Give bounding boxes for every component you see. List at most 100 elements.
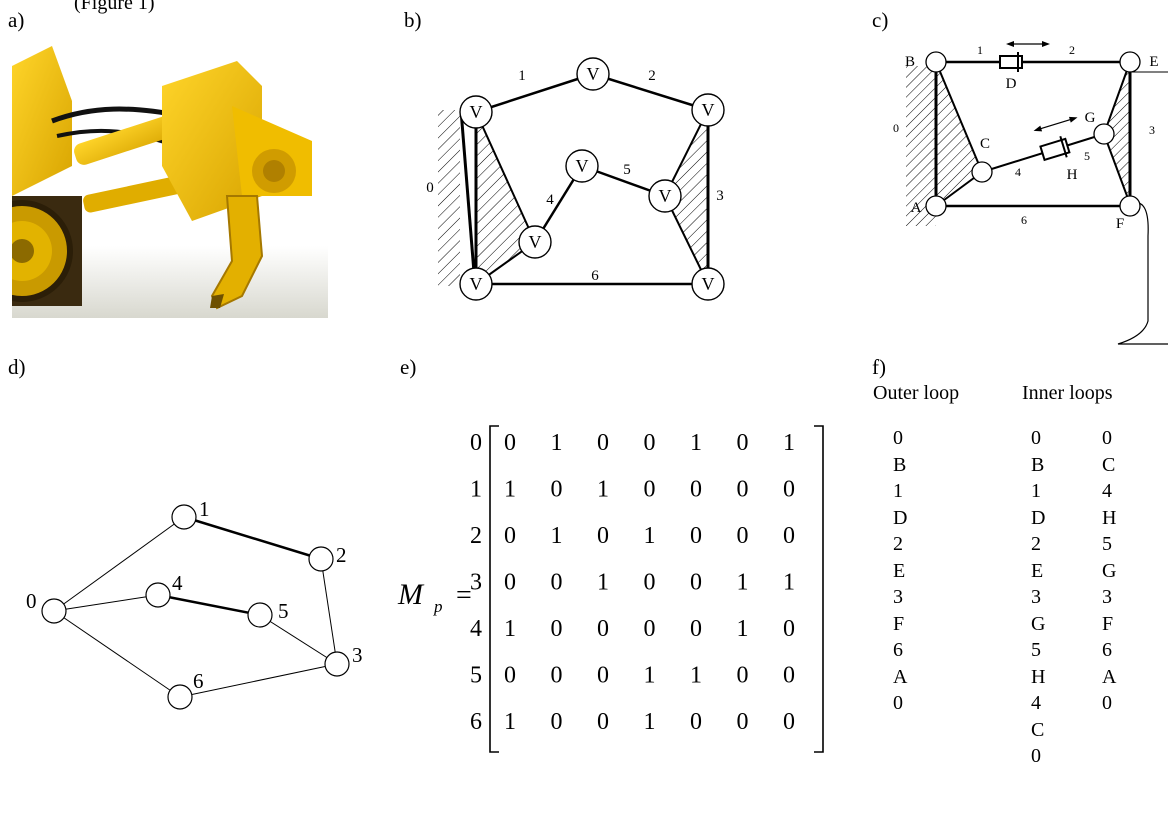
matrix-cell: 0: [597, 709, 609, 735]
matrix-cell: 0: [551, 570, 563, 596]
link-label-3: 3: [1149, 123, 1155, 137]
matrix-cell: 0: [597, 523, 609, 549]
matrix-cell: 0: [597, 430, 609, 456]
matrix-cell: 0: [504, 523, 516, 549]
loop-entry: F: [893, 612, 905, 635]
loop-entry: 0: [1031, 427, 1041, 449]
node-label-5: 5: [278, 599, 289, 623]
loop-entry: D: [1031, 506, 1046, 529]
matrix-cell: 1: [551, 430, 563, 456]
loop-entry: A: [1102, 665, 1117, 688]
matrix-cell: 0: [690, 523, 702, 549]
matrix-row-label: 3: [470, 570, 482, 596]
loop-entry: B: [1031, 453, 1045, 476]
matrix-subscript: p: [433, 597, 443, 616]
joint-v: V: [702, 274, 715, 294]
matrix-cell: 1: [644, 709, 656, 735]
matrix-cell: 0: [783, 616, 795, 642]
loop-entry: 4: [1102, 480, 1112, 502]
matrix-cell: 1: [783, 570, 795, 596]
ground-hatch: [438, 110, 460, 286]
matrix-cell: 1: [783, 430, 795, 456]
joint-v: V: [470, 102, 483, 122]
matrix-cell: 0: [504, 430, 516, 456]
loop-entry: 3: [893, 586, 903, 608]
matrix-cell: 0: [644, 570, 656, 596]
node-label-3: 3: [352, 643, 363, 667]
panel-label-a: a): [8, 8, 25, 32]
matrix-row-label: 0: [470, 430, 482, 456]
loop-entry: G: [1031, 612, 1046, 635]
panel-label-b: b): [404, 8, 422, 32]
loop-entry: 3: [1102, 586, 1112, 608]
matrix-row-label: 1: [470, 477, 482, 503]
loop-entry: B: [893, 453, 907, 476]
matrix-cell: 1: [644, 663, 656, 689]
matrix-cell: 1: [504, 477, 516, 503]
header-fragment: (Figure 1): [74, 0, 155, 14]
left-bracket: [489, 425, 499, 753]
joint-label-g: G: [1085, 110, 1096, 126]
link-label-5: 5: [1084, 149, 1090, 163]
matrix-cell: 0: [644, 430, 656, 456]
matrix-cell: 0: [737, 523, 749, 549]
matrix-cell: 1: [551, 523, 563, 549]
loop-entry: 5: [1031, 639, 1041, 661]
link-label-6: 6: [591, 268, 599, 284]
joint-label-d: D: [1006, 76, 1017, 92]
matrix-cell: 0: [737, 709, 749, 735]
matrix-cell: 0: [783, 477, 795, 503]
matrix-cell: 1: [737, 570, 749, 596]
loop-entry: 2: [1031, 533, 1041, 555]
panel-c-diagram: A B C D E F G H 0 1 2 3 4 5 6: [893, 41, 1168, 345]
link-label-0: 0: [893, 121, 899, 135]
loop-entry: 2: [893, 533, 903, 555]
link-label-1: 1: [977, 43, 983, 57]
matrix-cell: 0: [504, 663, 516, 689]
loop-entry: E: [893, 559, 906, 582]
loop-entry: 1: [893, 480, 903, 502]
panel-b-diagram: V V V V V V V V 0 1 2 3 4 5 6: [426, 57, 725, 301]
matrix-cell: 1: [504, 616, 516, 642]
matrix-cell: 0: [551, 616, 563, 642]
joint-label-h: H: [1067, 167, 1078, 183]
loop-entry: 0: [1102, 692, 1112, 714]
link-label-4: 4: [1015, 165, 1021, 179]
joint-label-c: C: [980, 136, 990, 152]
matrix-cell: 0: [690, 570, 702, 596]
loop-entry: H: [1031, 665, 1046, 688]
joint-v: V: [529, 232, 542, 252]
joint-label-e: E: [1149, 54, 1158, 70]
link-label-3: 3: [716, 188, 724, 204]
loop-entry: 5: [1102, 533, 1112, 555]
matrix-row-label: 2: [470, 523, 482, 549]
loop-entry: D: [893, 506, 908, 529]
node-label-1: 1: [199, 497, 210, 521]
panel-label-d: d): [8, 355, 26, 379]
matrix-cell: 1: [690, 663, 702, 689]
loop-entry: 0: [1031, 745, 1041, 767]
right-bracket: [814, 425, 824, 753]
joint-v: V: [576, 156, 589, 176]
matrix-cell: 0: [504, 570, 516, 596]
matrix-cell: 0: [597, 616, 609, 642]
inner-loops-title: Inner loops: [1022, 382, 1113, 404]
loop-entry: 0: [1102, 427, 1112, 449]
loop-entry: H: [1102, 506, 1117, 529]
loop-entry: E: [1031, 559, 1044, 582]
link-label-1: 1: [518, 68, 526, 84]
node-label-4: 4: [172, 571, 183, 595]
panel-label-c: c): [872, 8, 889, 32]
outer-loop-title: Outer loop: [873, 382, 960, 404]
loop-entry: C: [1102, 453, 1116, 476]
node-label-0: 0: [26, 589, 37, 613]
joint-label-f: F: [1116, 216, 1124, 232]
loop-entry: A: [893, 665, 908, 688]
matrix-name: M: [397, 578, 425, 611]
matrix-cell: 1: [597, 570, 609, 596]
loop-entry: F: [1102, 612, 1114, 635]
ripper-photo: [12, 46, 328, 318]
